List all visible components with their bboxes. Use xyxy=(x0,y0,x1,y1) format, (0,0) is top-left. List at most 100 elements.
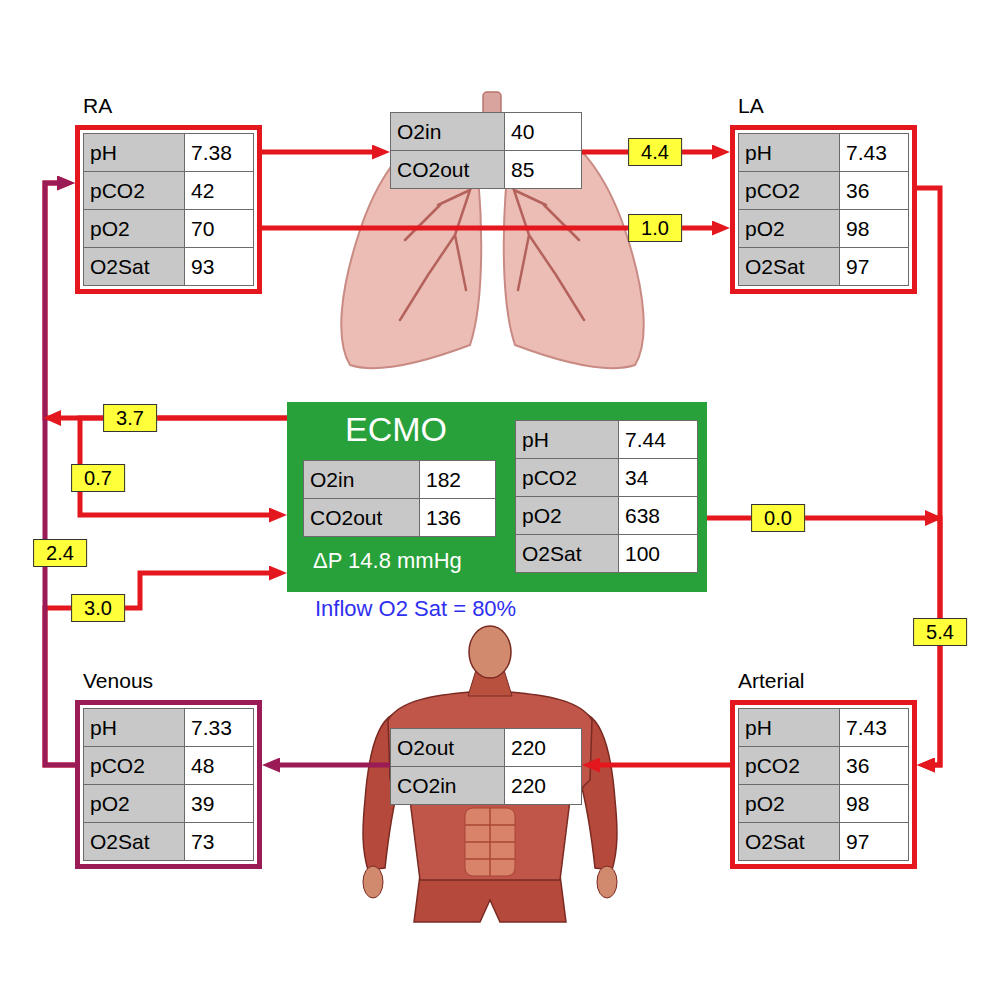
parameter-value: 7.38 xyxy=(185,134,253,171)
parameter-name: pO2 xyxy=(739,785,839,822)
flow-connector xyxy=(262,150,382,155)
parameter-value: 97 xyxy=(840,823,908,860)
parameter-value: 136 xyxy=(420,499,495,536)
value-grid: pH7.44pCO234pO2638O2Sat100 xyxy=(515,420,698,573)
flow-connector xyxy=(917,188,940,765)
parameter-name: CO2out xyxy=(304,499,419,536)
body-muscle-lines xyxy=(465,808,515,876)
chamber-table: LApH7.43pCO236pO298O2Sat97 xyxy=(730,125,917,294)
parameter-name: O2Sat xyxy=(516,535,618,572)
ecmo-outlet-table: pH7.44pCO234pO2638O2Sat100 xyxy=(515,420,698,573)
chamber-table: RApH7.38pCO242pO270O2Sat93 xyxy=(75,125,262,294)
parameter-value: 98 xyxy=(840,785,908,822)
inflow-saturation-note: Inflow O2 Sat = 80% xyxy=(315,596,516,622)
parameter-name: O2in xyxy=(304,461,419,498)
value-grid: O2out220CO2in220 xyxy=(390,728,582,805)
parameter-name: pCO2 xyxy=(516,459,618,496)
parameter-name: pO2 xyxy=(739,210,839,247)
parameter-name: CO2out xyxy=(391,151,504,188)
parameter-value: 100 xyxy=(619,535,697,572)
flow-rate-label: 0.0 xyxy=(751,504,805,532)
parameter-value: 36 xyxy=(840,172,908,209)
junction-arrowhead xyxy=(43,410,61,426)
flow-rate-label: 2.4 xyxy=(33,539,87,567)
parameter-value: 220 xyxy=(505,767,581,804)
parameter-value: 7.33 xyxy=(185,709,253,746)
parameter-value: 39 xyxy=(185,785,253,822)
flow-rate-label: 0.7 xyxy=(71,464,125,492)
parameter-name: O2out xyxy=(391,729,504,766)
parameter-name: pCO2 xyxy=(84,172,184,209)
parameter-name: pCO2 xyxy=(739,172,839,209)
parameter-name: pH xyxy=(739,134,839,171)
body-gas-table: O2out220CO2in220 xyxy=(390,728,582,805)
parameter-name: pO2 xyxy=(84,210,184,247)
flow-rate-label: 5.4 xyxy=(913,618,967,646)
parameter-value: 93 xyxy=(185,248,253,285)
parameter-value: 98 xyxy=(840,210,908,247)
body-torso xyxy=(388,692,592,880)
flow-rate-label: 1.0 xyxy=(628,214,682,242)
body-hand xyxy=(363,866,383,898)
parameter-name: CO2in xyxy=(391,767,504,804)
chamber-heading: Venous xyxy=(83,669,153,693)
flow-connector xyxy=(590,763,730,768)
parameter-value: 70 xyxy=(185,210,253,247)
connector-group xyxy=(45,152,940,765)
parameter-value: 7.44 xyxy=(619,421,697,458)
parameter-name: pH xyxy=(84,709,184,746)
value-grid: O2in40CO2out85 xyxy=(390,112,582,189)
body-head xyxy=(469,626,511,678)
body-thighs xyxy=(414,875,566,922)
value-grid: pH7.33pCO248pO239O2Sat73 xyxy=(83,708,254,861)
flow-rate-label: 4.4 xyxy=(628,138,682,166)
junction-arrowhead xyxy=(925,510,943,526)
chamber-heading: RA xyxy=(83,94,112,118)
body-hand xyxy=(597,866,617,898)
parameter-value: 220 xyxy=(505,729,581,766)
parameter-value: 40 xyxy=(505,113,581,150)
ecmo-gas-table: O2in182CO2out136 xyxy=(303,460,496,537)
chamber-heading: Arterial xyxy=(738,669,805,693)
flow-rate-label: 3.7 xyxy=(103,404,157,432)
parameter-name: pH xyxy=(739,709,839,746)
parameter-name: pO2 xyxy=(84,785,184,822)
parameter-name: O2Sat xyxy=(739,248,839,285)
right-lung xyxy=(504,120,644,369)
flow-connector xyxy=(707,518,940,765)
parameter-value: 85 xyxy=(505,151,581,188)
parameter-value: 7.43 xyxy=(840,134,908,171)
parameter-value: 42 xyxy=(185,172,253,209)
parameter-name: pH xyxy=(516,421,618,458)
parameter-value: 73 xyxy=(185,823,253,860)
parameter-value: 97 xyxy=(840,248,908,285)
body-abdomen xyxy=(465,808,515,876)
parameter-name: O2Sat xyxy=(739,823,839,860)
parameter-name: pH xyxy=(84,134,184,171)
parameter-value: 7.43 xyxy=(840,709,908,746)
parameter-value: 48 xyxy=(185,747,253,784)
chamber-heading: LA xyxy=(738,94,764,118)
lung-gas-table: O2in40CO2out85 xyxy=(390,112,582,189)
parameter-name: O2Sat xyxy=(84,823,184,860)
venous-table: VenouspH7.33pCO248pO239O2Sat73 xyxy=(75,700,262,869)
value-grid: O2in182CO2out136 xyxy=(303,460,496,537)
flow-connector xyxy=(270,763,390,768)
parameter-value: 182 xyxy=(420,461,495,498)
ecmo-panel: ECMOΔP 14.8 mmHgO2in182CO2out136pH7.44pC… xyxy=(287,402,707,592)
arterial-table: ArterialpH7.43pCO236pO298O2Sat97 xyxy=(730,700,917,869)
parameter-value: 36 xyxy=(840,747,908,784)
panel-title: ECMO xyxy=(345,410,447,449)
parameter-name: pCO2 xyxy=(84,747,184,784)
pressure-drop: ΔP 14.8 mmHg xyxy=(313,548,462,574)
body-illustration xyxy=(363,626,617,922)
parameter-value: 638 xyxy=(619,497,697,534)
parameter-name: O2in xyxy=(391,113,504,150)
parameter-name: pCO2 xyxy=(739,747,839,784)
value-grid: pH7.43pCO236pO298O2Sat97 xyxy=(738,708,909,861)
flow-rate-label: 3.0 xyxy=(71,594,125,622)
parameter-value: 34 xyxy=(619,459,697,496)
parameter-name: O2Sat xyxy=(84,248,184,285)
